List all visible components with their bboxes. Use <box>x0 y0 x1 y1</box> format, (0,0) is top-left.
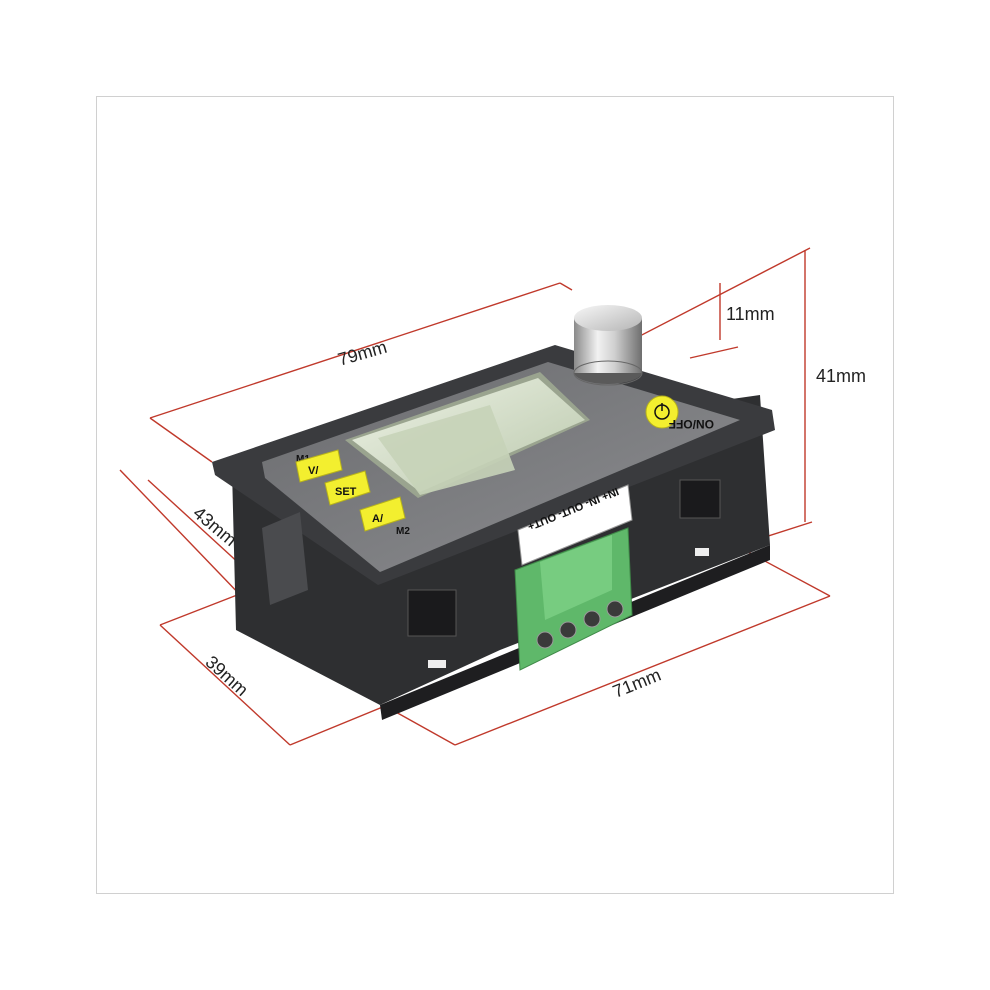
rotary-knob[interactable] <box>573 305 643 386</box>
dim-11mm: 11mm <box>726 304 775 324</box>
vent-slot-right <box>695 548 709 556</box>
svg-text:SET: SET <box>335 486 357 498</box>
screw-1[interactable] <box>536 631 554 649</box>
dim-79mm: 79mm <box>336 337 390 370</box>
v-up-button[interactable]: V/ <box>295 449 343 483</box>
a-down-button[interactable]: A/ <box>359 496 406 532</box>
screw-4[interactable] <box>606 600 624 618</box>
image-frame <box>96 96 894 894</box>
dim-39mm: 39mm <box>202 652 253 700</box>
on-off-label: ON/OFF <box>669 417 714 431</box>
dim-41mm: 41mm <box>816 366 866 386</box>
dim-71mm: 71mm <box>610 665 664 702</box>
clip-slot-front <box>407 589 457 637</box>
screw-3[interactable] <box>583 610 601 628</box>
dim-43mm: 43mm <box>189 503 240 550</box>
m2-label: M2 <box>396 526 410 537</box>
svg-text:V/: V/ <box>308 465 318 477</box>
side-clip <box>262 512 308 605</box>
terminal-block <box>514 527 633 671</box>
lcd-screen <box>345 372 590 498</box>
screw-2[interactable] <box>559 621 577 639</box>
svg-text:A/: A/ <box>372 513 383 525</box>
clip-slot-right <box>679 479 721 519</box>
power-button[interactable] <box>645 395 679 429</box>
vent-slot-front <box>428 660 446 668</box>
control-buttons: M1 V/ SET A/ M2 ON/OFF <box>295 395 714 537</box>
set-button[interactable]: SET <box>324 470 371 506</box>
